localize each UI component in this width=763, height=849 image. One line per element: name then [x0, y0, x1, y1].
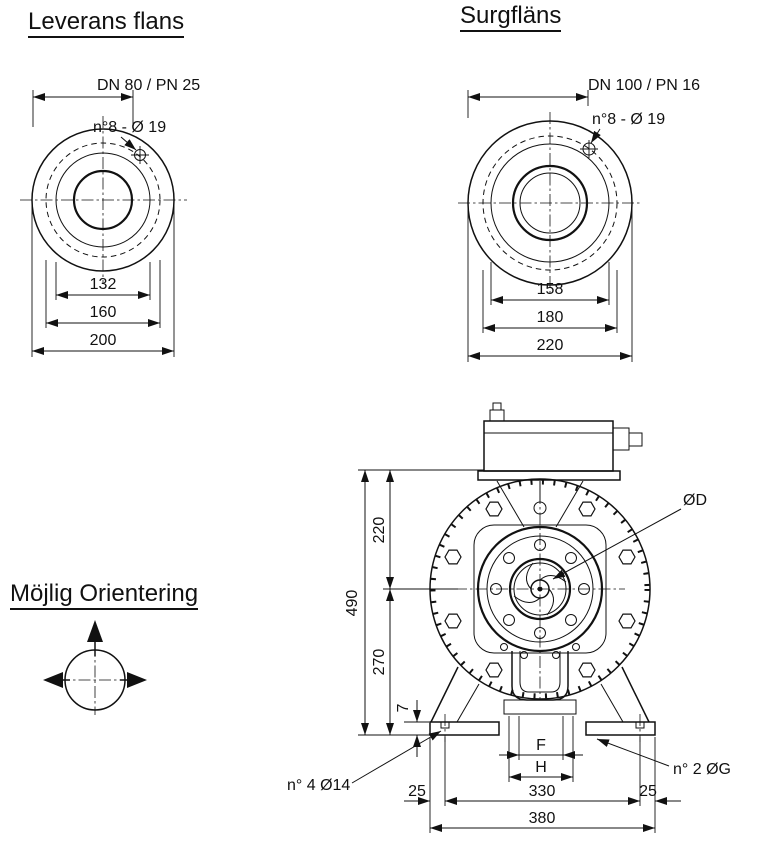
arrow-up-icon	[87, 620, 103, 642]
arrow-right-icon	[127, 672, 147, 688]
dim-upper-height: 220	[371, 517, 388, 544]
flange-spec-label: DN 80 / PN 25	[97, 77, 200, 94]
dim-f: F	[536, 737, 546, 754]
right-foot	[585, 721, 656, 736]
shaft-diameter-label: ØD	[683, 492, 707, 509]
dim-outer-diameter: 220	[537, 337, 564, 354]
terminal-box	[483, 420, 614, 472]
suction-flange-drawing: DN 100 / PN 16 n°8 - Ø 19 158 180 220	[458, 77, 700, 362]
arrow-left-icon	[43, 672, 63, 688]
bolt-note-label: n°8 - Ø 19	[93, 119, 166, 136]
dim-base-width: 380	[529, 810, 556, 827]
dim-bolt-circle: 160	[90, 304, 117, 321]
pump-front-view	[429, 402, 656, 742]
left-foot	[429, 721, 500, 736]
g-holes-label: n° 2 ØG	[673, 761, 731, 778]
foot-holes-label: n° 4 Ø14	[287, 777, 350, 794]
dim-outer-diameter: 200	[90, 332, 117, 349]
bolt-note-label: n°8 - Ø 19	[592, 111, 665, 128]
dim-bolt-span: 330	[529, 783, 556, 800]
dim-bolt-circle: 180	[537, 309, 564, 326]
orientation-symbol	[43, 620, 147, 715]
dim-raised-face: 132	[90, 276, 117, 293]
delivery-flange-drawing: DN 80 / PN 25 n°8 - Ø 19 132 160 200	[20, 77, 200, 357]
dim-raised-face: 158	[537, 281, 564, 298]
discharge-base	[503, 699, 577, 715]
dim-left-offset: 25	[408, 783, 426, 800]
dim-total-height: 490	[344, 590, 361, 617]
dim-right-offset: 25	[639, 783, 657, 800]
dim-lower-height: 270	[371, 649, 388, 676]
flange-spec-label: DN 100 / PN 16	[588, 77, 700, 94]
orientation-title: Möjlig Orientering	[10, 580, 199, 610]
dim-h: H	[535, 759, 547, 776]
delivery-flange-title: Leverans flans	[28, 8, 185, 38]
suction-flange-title: Surgfläns	[460, 2, 562, 32]
cable-gland	[612, 427, 630, 451]
pump-dimensions: 490 220 270 7 F H	[287, 469, 731, 833]
dim-foot-thickness: 7	[395, 703, 412, 712]
